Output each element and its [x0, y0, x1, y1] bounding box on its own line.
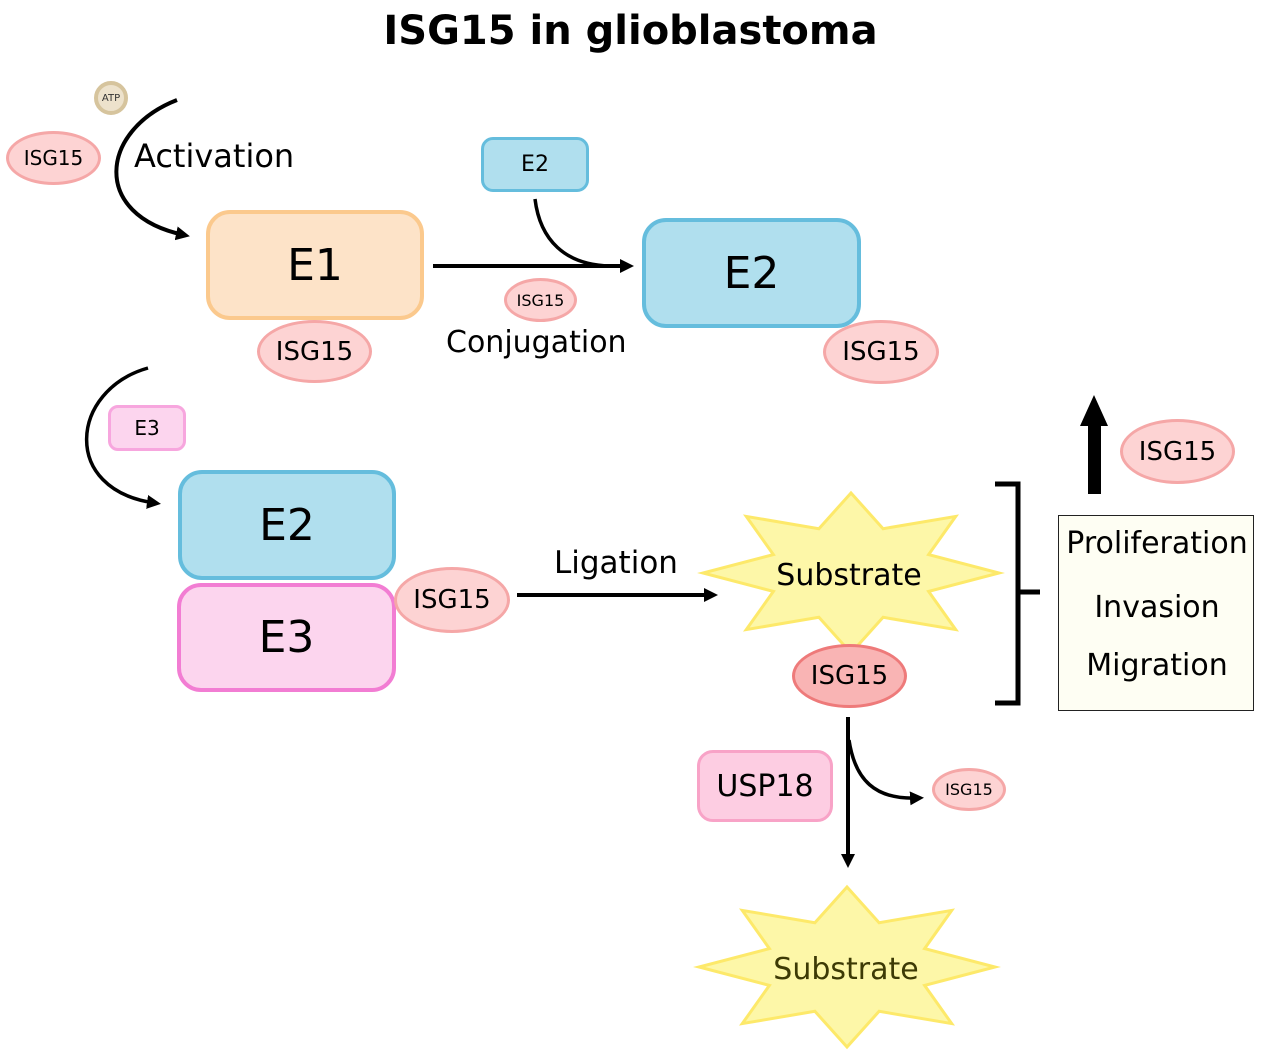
release-arrow	[847, 739, 924, 806]
e3-incoming: E3	[108, 405, 186, 451]
outcomes-box: Proliferation Invasion Migration	[1058, 515, 1254, 711]
outcome-proliferation: Proliferation	[1066, 526, 1248, 561]
usp18-enzyme: USP18	[697, 750, 833, 822]
complex-e2-label: E2	[259, 499, 315, 551]
e1-enzyme: E1	[206, 210, 424, 320]
substrate-label: Substrate	[776, 558, 922, 593]
e2-label: E2	[723, 247, 780, 299]
complex-e3-label: E3	[258, 612, 315, 663]
upregulation-arrow-shaft	[1088, 420, 1101, 494]
activation-arrow	[114, 98, 190, 241]
complex-bound-isg15: ISG15	[394, 567, 510, 633]
transfer-isg15: ISG15	[504, 278, 577, 322]
complex-e2: E2	[178, 470, 396, 580]
e1-label: E1	[287, 239, 343, 291]
substrate-conjugated-isg15: ISG15	[792, 644, 907, 708]
free-substrate-star-shape	[693, 884, 1001, 1050]
complex-e3: E3	[177, 583, 396, 692]
e3-incoming-arrow	[85, 366, 161, 509]
outcome-invasion: Invasion	[1094, 590, 1220, 625]
e2-incoming: E2	[481, 137, 589, 192]
upregulated-isg15: ISG15	[1120, 419, 1235, 484]
e2-bound-isg15: ISG15	[823, 320, 939, 384]
atp-molecule: ATP	[94, 81, 128, 115]
e2-incoming-arrow	[533, 198, 611, 268]
usp18-label: USP18	[716, 768, 814, 804]
free-substrate-label: Substrate	[773, 952, 919, 987]
outcome-migration: Migration	[1086, 648, 1228, 683]
e2-enzyme: E2	[642, 218, 861, 328]
upregulation-arrow-head	[1080, 395, 1108, 426]
e3-incoming-label: E3	[134, 416, 160, 440]
free-isg15: ISG15	[6, 131, 101, 185]
conjugation-label: Conjugation	[446, 325, 627, 360]
released-isg15: ISG15	[932, 768, 1006, 811]
ligation-label: Ligation	[554, 545, 678, 581]
e2-incoming-label: E2	[521, 152, 549, 177]
activation-label: Activation	[134, 137, 295, 175]
diagram-title: ISG15 in glioblastoma	[383, 8, 878, 54]
e1-bound-isg15: ISG15	[257, 320, 372, 383]
outcome-bracket	[995, 481, 1040, 706]
